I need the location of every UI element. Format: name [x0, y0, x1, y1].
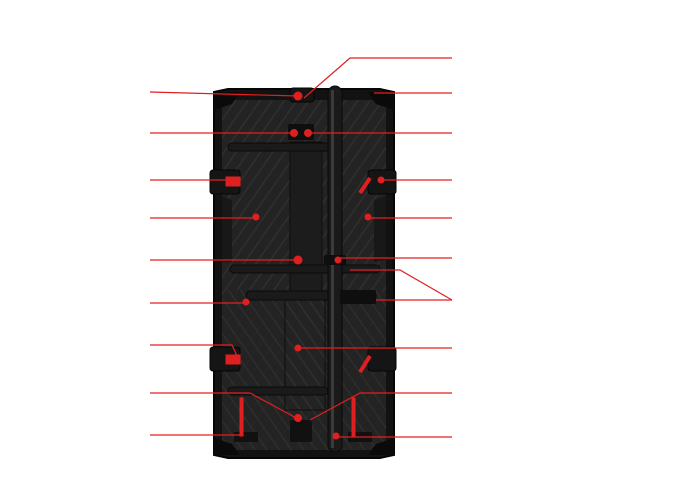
- corner-bracket-br: [368, 438, 394, 455]
- marker-bottom-left: [239, 397, 244, 437]
- side-lock-right-lower: [367, 346, 397, 372]
- marker-bottom-right: [351, 397, 356, 437]
- leader-left-1: [149, 91, 299, 97]
- cabinet-body: [209, 85, 397, 459]
- leader-lines-right: [298, 57, 453, 438]
- corner-bracket-tr: [368, 92, 394, 110]
- side-rail-right: [374, 196, 386, 262]
- bottom-foot-center: [290, 420, 312, 442]
- corner-bracket-bl: [214, 438, 240, 455]
- leader-left-7: [150, 344, 239, 359]
- marker-right-rail: [364, 213, 372, 221]
- marker-right-lock-lower: [358, 354, 372, 374]
- vertical-pole-highlight: [331, 90, 334, 448]
- side-rail-left: [222, 196, 232, 262]
- corner-bracket-tl: [214, 92, 240, 110]
- marker-bottom-pole: [332, 432, 340, 440]
- leader-lines-left: [149, 91, 301, 436]
- marker-left-lock-lower: [225, 354, 241, 365]
- marker-left-bar: [242, 298, 250, 306]
- leader-left-8: [150, 392, 301, 421]
- horizontal-bar-middle: [229, 264, 381, 274]
- leader-right-7a: [350, 269, 453, 301]
- horizontal-bar-upper: [227, 142, 341, 152]
- pole-clamp-lower: [340, 290, 376, 304]
- horizontal-bar-bottom: [227, 386, 329, 396]
- marker-left-rail: [252, 213, 260, 221]
- marker-right-lock-upper: [358, 176, 372, 195]
- leader-right-9: [309, 392, 452, 421]
- leader-right-1: [303, 57, 452, 99]
- vertical-pole: [327, 85, 343, 453]
- marker-left-lock-upper: [225, 176, 241, 187]
- bottom-foot-left: [234, 432, 258, 442]
